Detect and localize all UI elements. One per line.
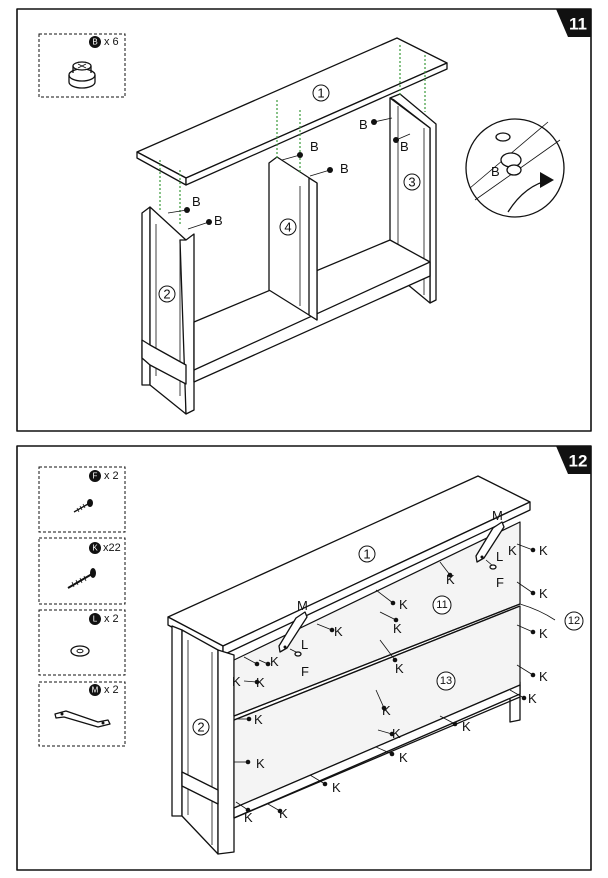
step-11-panel: 11 B x 6 [16, 8, 592, 432]
part-b-letter: B [92, 38, 97, 47]
part-l-quantity: x 2 [104, 613, 119, 625]
nails-k [234, 543, 536, 814]
detail-b-label: B [491, 164, 500, 179]
label-k: K [528, 691, 537, 706]
label-k: K [334, 624, 343, 639]
screw-label-f: F [496, 575, 504, 590]
label-k: K [382, 703, 391, 718]
dowel-guides [159, 45, 426, 226]
label-k: K [446, 572, 455, 587]
part-k-letter: K [92, 544, 98, 553]
callout-part-1: 1 [312, 84, 330, 102]
label-k: K [279, 806, 288, 821]
right-wall-bracket: M L F [475, 508, 505, 590]
label-b: B [214, 213, 223, 228]
middle-partition [268, 156, 318, 321]
svg-text:11: 11 [436, 599, 447, 611]
part-k-quantity: x22 [103, 542, 121, 554]
step-11-parts-box: B x 6 [38, 33, 126, 98]
svg-text:4: 4 [284, 220, 291, 235]
part-m-box: M x 2 [38, 681, 126, 747]
part-k-box: K x22 [38, 537, 126, 605]
cam-detail-circle: B [465, 118, 565, 218]
label-k: K [270, 654, 279, 669]
step-12-panel: 12 F x 2 K x22 [16, 445, 592, 871]
nail-icon [67, 568, 96, 589]
label-k: K [393, 621, 402, 636]
label-k: K [392, 726, 401, 741]
part-l-letter: L [93, 615, 98, 624]
callout-part-3: 3 [403, 173, 421, 191]
label-k: K [254, 712, 263, 727]
nail-k-labels: K K K K K K K K K K K K K K K K K K K K … [232, 543, 548, 825]
part-b-badge: B [89, 36, 101, 48]
label-k: K [539, 669, 548, 684]
part-f-letter: F [93, 472, 98, 481]
svg-text:3: 3 [408, 175, 415, 190]
callout-part-13: 13 [436, 671, 456, 691]
label-k: K [256, 675, 265, 690]
part-l-box: L x 2 [38, 609, 126, 676]
label-k: K [332, 780, 341, 795]
wall-bracket-icon [54, 710, 111, 728]
fasteners-b [167, 117, 411, 230]
step-11-badge: 11 [556, 9, 591, 37]
part-m-quantity: x 2 [104, 684, 119, 696]
callout-part-12: 12 [564, 611, 584, 631]
cam-lock-icon [68, 61, 96, 89]
svg-text:13: 13 [440, 675, 452, 687]
washer-label-l: L [496, 549, 503, 564]
bracket-label-m: M [297, 598, 308, 613]
svg-text:2: 2 [163, 287, 170, 302]
label-b: B [400, 139, 409, 154]
step-11-number: 11 [569, 15, 587, 34]
svg-text:12: 12 [568, 615, 580, 627]
left-wall-bracket: M L F [278, 598, 309, 679]
label-k: K [508, 543, 517, 558]
callout-part-4: 4 [279, 218, 297, 236]
svg-text:2: 2 [197, 720, 204, 735]
label-k: K [399, 597, 408, 612]
cabinet-back-view [167, 475, 531, 855]
label-b: B [310, 139, 319, 154]
part-f-box: F x 2 [38, 466, 126, 533]
label-b: B [192, 194, 201, 209]
top-board [136, 37, 448, 186]
callout-part-2: 2 [158, 285, 176, 303]
label-k: K [399, 750, 408, 765]
label-k: K [462, 719, 471, 734]
part-b-quantity: x 6 [104, 36, 119, 48]
label-b: B [340, 161, 349, 176]
step-12-badge: 12 [556, 446, 591, 474]
step-12-number: 12 [569, 452, 588, 471]
callout-part-1: 1 [358, 545, 376, 563]
screw-label-f: F [301, 664, 309, 679]
label-k: K [539, 543, 548, 558]
washer-icon [70, 645, 90, 657]
part-m-letter: M [92, 686, 99, 695]
label-b: B [359, 117, 368, 132]
svg-text:1: 1 [363, 547, 370, 562]
label-k: K [244, 810, 253, 825]
callout-part-11: 11 [432, 595, 452, 615]
label-k: K [232, 674, 241, 689]
washer-label-l: L [301, 637, 308, 652]
label-k: K [395, 661, 404, 676]
part-f-quantity: x 2 [104, 470, 119, 482]
left-side-panel [141, 206, 195, 415]
label-k: K [539, 626, 548, 641]
label-k: K [539, 586, 548, 601]
svg-text:1: 1 [317, 86, 324, 101]
callout-part-2: 2 [192, 718, 210, 736]
short-screw-icon [73, 499, 93, 513]
bracket-label-m: M [492, 508, 503, 523]
label-k: K [256, 756, 265, 771]
